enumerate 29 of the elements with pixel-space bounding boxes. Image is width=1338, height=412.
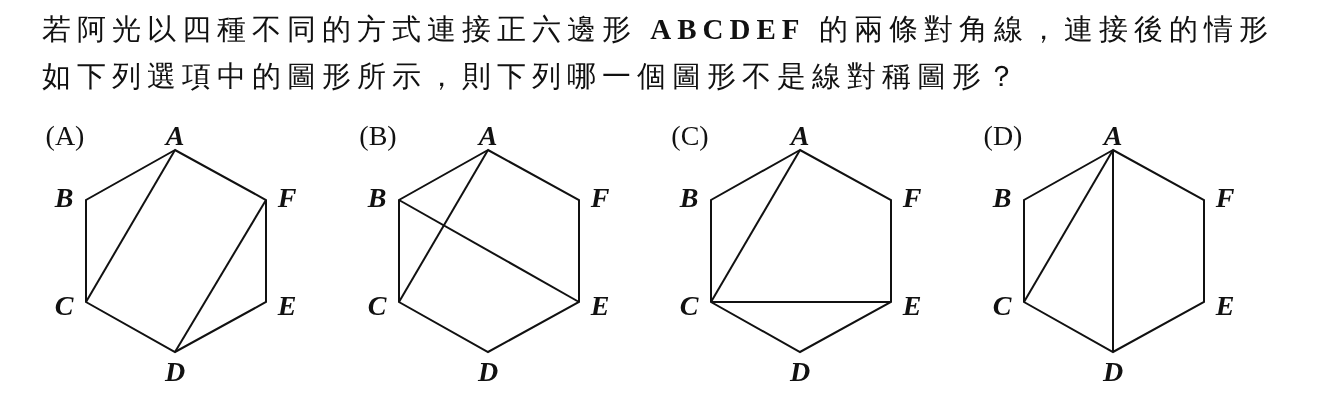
vertex-label: D xyxy=(477,357,499,387)
vertex-label: D xyxy=(1102,357,1124,387)
vertex-label: B xyxy=(992,183,1012,213)
vertex-label: F xyxy=(277,183,297,213)
question-text: 若阿光以四種不同的方式連接正六邊形 ABCDEF 的兩條對角線，連接後的情形如下列選項中的圖形所示，則下列哪一個圖形不是線對稱圖形？ xyxy=(42,12,1275,94)
vertex-label: C xyxy=(367,291,387,321)
vertex-label: A xyxy=(478,121,498,151)
vertex-label: C xyxy=(679,291,699,321)
option-label: (C) xyxy=(671,121,709,151)
vertex-label: A xyxy=(1103,121,1123,151)
vertex-label: C xyxy=(54,291,74,321)
vertex-label: B xyxy=(679,183,699,213)
vertex-label: F xyxy=(902,183,922,213)
option-label: (A) xyxy=(45,121,85,151)
vertex-label: D xyxy=(164,357,186,387)
vertex-label: D xyxy=(789,357,811,387)
option-label: (D) xyxy=(983,121,1023,151)
vertex-label: E xyxy=(1215,291,1235,321)
vertex-label: B xyxy=(367,183,387,213)
vertex-label: A xyxy=(790,121,810,151)
vertex-label: F xyxy=(590,183,610,213)
vertex-label: B xyxy=(54,183,74,213)
vertex-label: E xyxy=(277,291,297,321)
vertex-label: C xyxy=(992,291,1012,321)
vertex-label: E xyxy=(902,291,922,321)
vertex-label: F xyxy=(1215,183,1235,213)
option-label: (B) xyxy=(359,121,397,151)
vertex-label: A xyxy=(165,121,185,151)
vertex-label: E xyxy=(590,291,610,321)
